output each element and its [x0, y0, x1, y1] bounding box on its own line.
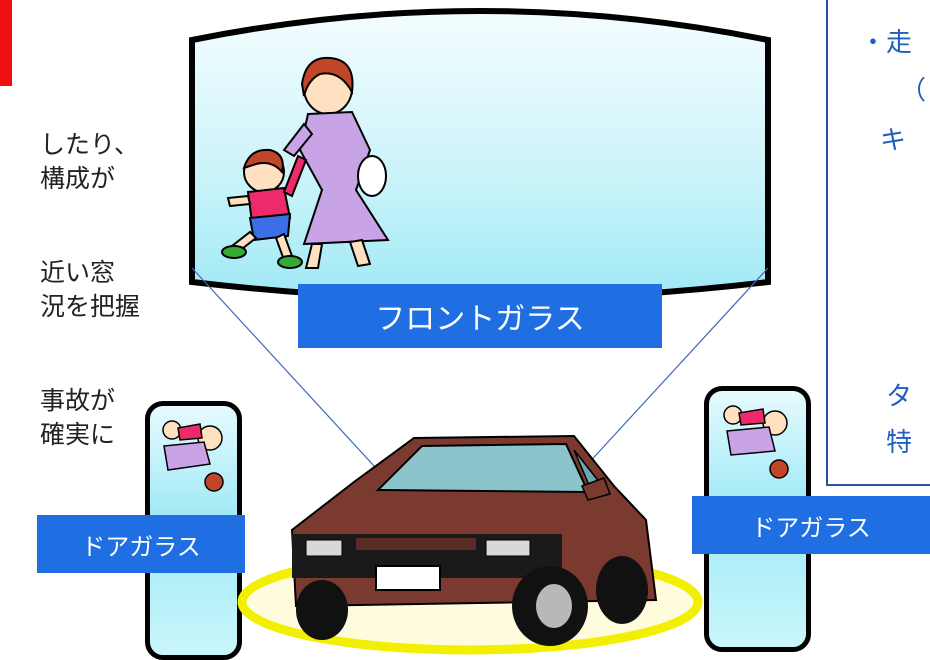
left-door-glass-label: ドアガラス: [37, 515, 245, 573]
body-text-line-6: 確実に: [40, 420, 116, 449]
panel-text-line-5: 特: [886, 428, 913, 458]
door-reflection-figures-left: [162, 420, 224, 492]
child-illustration: [221, 148, 308, 269]
body-text-line-4: 況を把握: [40, 292, 141, 321]
body-text-line-3: 近い窓: [40, 258, 116, 287]
right-door-glass-label: ドアガラス: [692, 496, 930, 554]
front-glass-label: フロントガラス: [298, 284, 662, 348]
mother-illustration: [282, 56, 390, 269]
body-text-line-1: したり、: [40, 130, 140, 159]
panel-text-line-3: キ: [880, 126, 907, 156]
body-text-line-2: 構成が: [40, 164, 116, 193]
side-panel: [826, 0, 930, 486]
panel-text-line-4: タ: [886, 382, 913, 412]
car-illustration: [237, 434, 703, 655]
door-reflection-figures-right: [723, 405, 789, 479]
panel-text-line-1: ・走: [860, 28, 913, 58]
panel-text-line-2: （: [900, 76, 927, 106]
red-accent-tab: [0, 0, 12, 86]
body-text-line-5: 事故が: [40, 386, 116, 415]
